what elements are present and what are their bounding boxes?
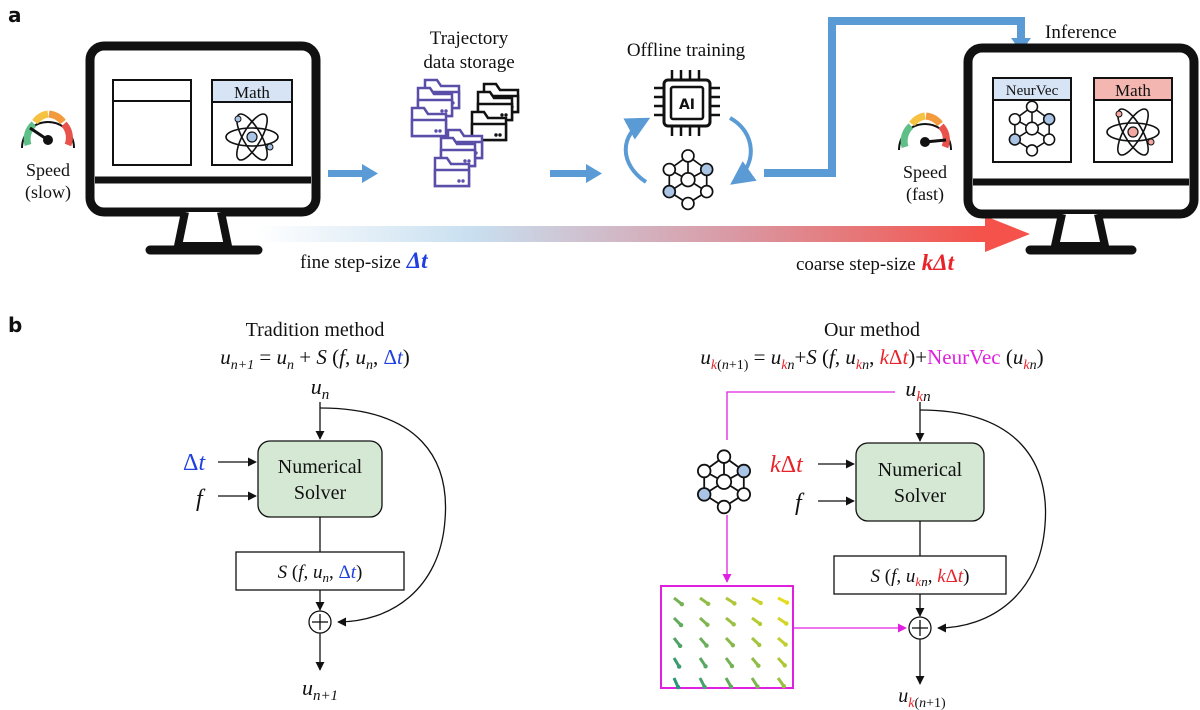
folder-icon xyxy=(433,128,484,188)
vector-field-arrowhead xyxy=(729,663,735,669)
training-cycle-arrows xyxy=(623,116,757,185)
ai-chip-icon xyxy=(654,70,720,136)
vector-field-arrowhead xyxy=(702,684,707,690)
vector-field-arrowhead xyxy=(781,683,787,689)
vector-field-arrowhead xyxy=(677,643,683,649)
vector-field-arrowhead xyxy=(678,622,684,628)
vector-field-arrowhead xyxy=(703,664,708,669)
speedometer-slow-icon xyxy=(21,110,75,149)
ours-solver-line1: Numerical xyxy=(878,459,963,481)
storage-line2: data storage xyxy=(423,52,514,73)
panel-b-label: b xyxy=(8,313,22,337)
ai-chip-label: AI xyxy=(679,97,695,113)
left-window-math-label: Math xyxy=(234,83,270,102)
flow-arrow-2 xyxy=(550,164,602,183)
inference-label: Inference xyxy=(1045,22,1117,43)
tradition-sum-node xyxy=(308,610,332,634)
ours-step-box xyxy=(833,555,1007,595)
tradition-step-formula: S (f, un, Δt) xyxy=(278,562,363,585)
left-monitor-icon xyxy=(85,41,321,255)
speedometer-fast-icon xyxy=(898,112,952,151)
panel-a-label: a xyxy=(8,3,22,27)
tradition-input-f: f xyxy=(196,486,206,512)
ours-neurvec-branch xyxy=(726,391,895,440)
tradition-input-dt: Δt xyxy=(183,450,206,476)
ours-sum-node xyxy=(908,616,932,640)
ours-equation: uk(n+1) = ukn+S (f, ukn, kΔt)+NeurVec (u… xyxy=(700,345,1043,373)
folder-icon xyxy=(470,82,520,142)
tradition-output-u: un+1 xyxy=(302,675,338,704)
tradition-skip-connection xyxy=(319,407,447,627)
ours-skip-connection xyxy=(919,409,1047,633)
vector-field-arrowhead xyxy=(704,643,709,648)
right-window-neurvec-label: NeurVec xyxy=(1006,83,1059,99)
right-monitor-icon xyxy=(963,43,1199,255)
step-size-gradient-arrow xyxy=(255,216,1030,252)
tradition-solver-line1: Numerical xyxy=(278,456,363,478)
vector-field-arrowhead xyxy=(782,663,787,668)
tradition-step-box xyxy=(235,551,405,591)
storage-line1: Trajectory xyxy=(430,28,509,49)
vector-field-icon xyxy=(660,585,794,690)
tradition-equation: un+1 = un + S (f, un, Δt) xyxy=(220,345,410,373)
ours-input-f: f xyxy=(795,490,805,516)
vector-field-arrowhead xyxy=(756,663,761,668)
vector-field-arrowhead xyxy=(676,664,682,669)
vector-field-arrowhead xyxy=(783,642,788,647)
ours-solver-line2: Solver xyxy=(894,485,947,507)
vector-field-arrowhead xyxy=(784,621,789,626)
vector-field-arrowhead xyxy=(728,684,734,689)
vector-field-arrowhead xyxy=(675,684,681,690)
vector-field-arrowhead xyxy=(730,643,736,648)
speed-fast-line2: (fast) xyxy=(906,184,944,205)
ours-neural-network-icon xyxy=(697,449,751,515)
vector-field-arrowhead xyxy=(757,642,762,648)
tradition-input-u: un xyxy=(311,374,330,403)
tradition-solver-line2: Solver xyxy=(294,482,347,504)
vector-field-arrowhead xyxy=(732,601,737,606)
vector-field-arrowhead xyxy=(758,600,763,606)
ours-input-kdt: kΔt xyxy=(770,452,804,478)
ours-step-formula: S (f, ukn, kΔt) xyxy=(871,566,970,589)
vector-field-arrowhead xyxy=(755,684,760,689)
folder-icon xyxy=(410,78,461,138)
speed-slow-line2: (slow) xyxy=(25,182,71,203)
vector-field-arrowhead xyxy=(705,601,711,607)
speed-slow-line1: Speed xyxy=(26,160,70,180)
tradition-numerical-solver xyxy=(257,440,383,518)
ours-input-u: ukn xyxy=(905,376,930,405)
ours-title: Our method xyxy=(824,319,920,341)
tradition-title: Tradition method xyxy=(246,319,385,341)
vector-field-arrowhead xyxy=(705,622,710,627)
vector-field-arrowhead xyxy=(757,621,763,627)
ours-numerical-solver xyxy=(855,442,985,522)
speed-fast-line1: Speed xyxy=(903,162,947,182)
vector-field-arrowhead xyxy=(679,602,685,607)
vector-field-arrowhead xyxy=(784,600,790,605)
vector-field-arrowhead xyxy=(731,622,736,627)
flow-arrow-1 xyxy=(328,164,378,183)
offline-training-title: Offline training xyxy=(627,40,746,61)
neural-network-icon xyxy=(662,149,714,211)
right-window-math-label: Math xyxy=(1115,81,1151,100)
ours-output-u: uk(n+1) xyxy=(898,685,946,710)
